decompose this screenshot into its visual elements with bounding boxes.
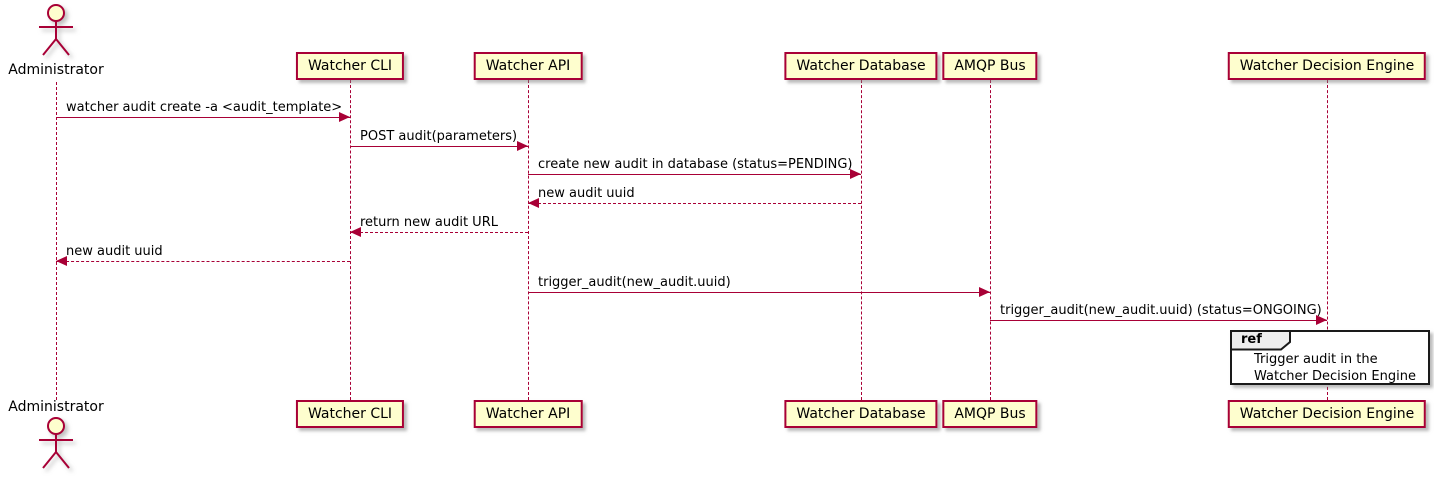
message-label: POST audit(parameters) [360,129,518,144]
message-create-audit-db: create new audit in database (status=PEN… [528,156,861,180]
administrator-actor-icon [39,4,73,56]
participant-watcher-database-bottom: Watcher Database [784,400,938,428]
arrowhead-right-icon [850,169,861,179]
message-label: trigger_audit(new_audit.uuid) (status=ON… [1000,303,1322,318]
message-label: return new audit URL [360,215,498,230]
message-line [350,232,528,233]
message-return-audit-url: return new audit URL [350,214,528,238]
message-post-audit: POST audit(parameters) [350,128,528,152]
lifeline-watcher-api [528,80,529,400]
lifeline-watcher-cli [350,80,351,400]
actor-label-top: Administrator [8,62,104,78]
message-new-audit-uuid-to-admin: new audit uuid [56,243,350,267]
participant-watcher-database-top: Watcher Database [784,52,938,80]
message-trigger-audit-ongoing: trigger_audit(new_audit.uuid) (status=ON… [990,302,1327,326]
message-trigger-audit: trigger_audit(new_audit.uuid) [528,274,990,298]
participant-watcher-cli-top: Watcher CLI [295,52,405,80]
lifeline-amqp-bus [990,80,991,400]
ref-text-line1: Trigger audit in the [1254,352,1378,367]
lifeline-administrator [56,82,57,400]
participant-watcher-decision-engine-bottom: Watcher Decision Engine [1227,400,1427,428]
participant-amqp-bus-bottom: AMQP Bus [942,400,1038,428]
participant-amqp-bus-top: AMQP Bus [942,52,1038,80]
message-line [528,292,990,293]
ref-text: Trigger audit in the Watcher Decision En… [1254,351,1416,385]
arrowhead-left-icon [350,227,361,237]
message-line [350,146,528,147]
message-label: trigger_audit(new_audit.uuid) [538,275,731,290]
arrowhead-left-icon [56,256,67,266]
actor-label-bottom: Administrator [8,399,104,415]
message-line [990,320,1327,321]
arrowhead-right-icon [979,287,990,297]
message-line [56,261,350,262]
ref-keyword: ref [1241,332,1262,347]
message-line [528,174,861,175]
lifeline-watcher-database [861,80,862,400]
message-line [528,203,861,204]
message-label: create new audit in database (status=PEN… [538,157,853,172]
lifeline-watcher-decision-engine [1327,80,1328,400]
participant-watcher-cli-bottom: Watcher CLI [295,400,405,428]
message-line [56,117,350,118]
message-audit-create: watcher audit create -a <audit_template> [56,99,350,123]
message-label: new audit uuid [538,186,635,201]
arrowhead-left-icon [528,198,539,208]
message-label: new audit uuid [66,244,163,259]
message-label: watcher audit create -a <audit_template> [66,100,343,115]
ref-tag-pentagon-icon [1230,330,1291,351]
message-new-audit-uuid-return: new audit uuid [528,185,861,209]
ref-fragment: ref Trigger audit in the Watcher Decisio… [1230,330,1430,385]
arrowhead-right-icon [339,112,350,122]
participant-watcher-api-top: Watcher API [473,52,583,80]
participant-watcher-api-bottom: Watcher API [473,400,583,428]
arrowhead-right-icon [517,141,528,151]
participant-watcher-decision-engine-top: Watcher Decision Engine [1227,52,1427,80]
arrowhead-right-icon [1316,315,1327,325]
administrator-actor-icon-bottom [39,417,73,469]
ref-text-line2: Watcher Decision Engine [1254,369,1416,384]
